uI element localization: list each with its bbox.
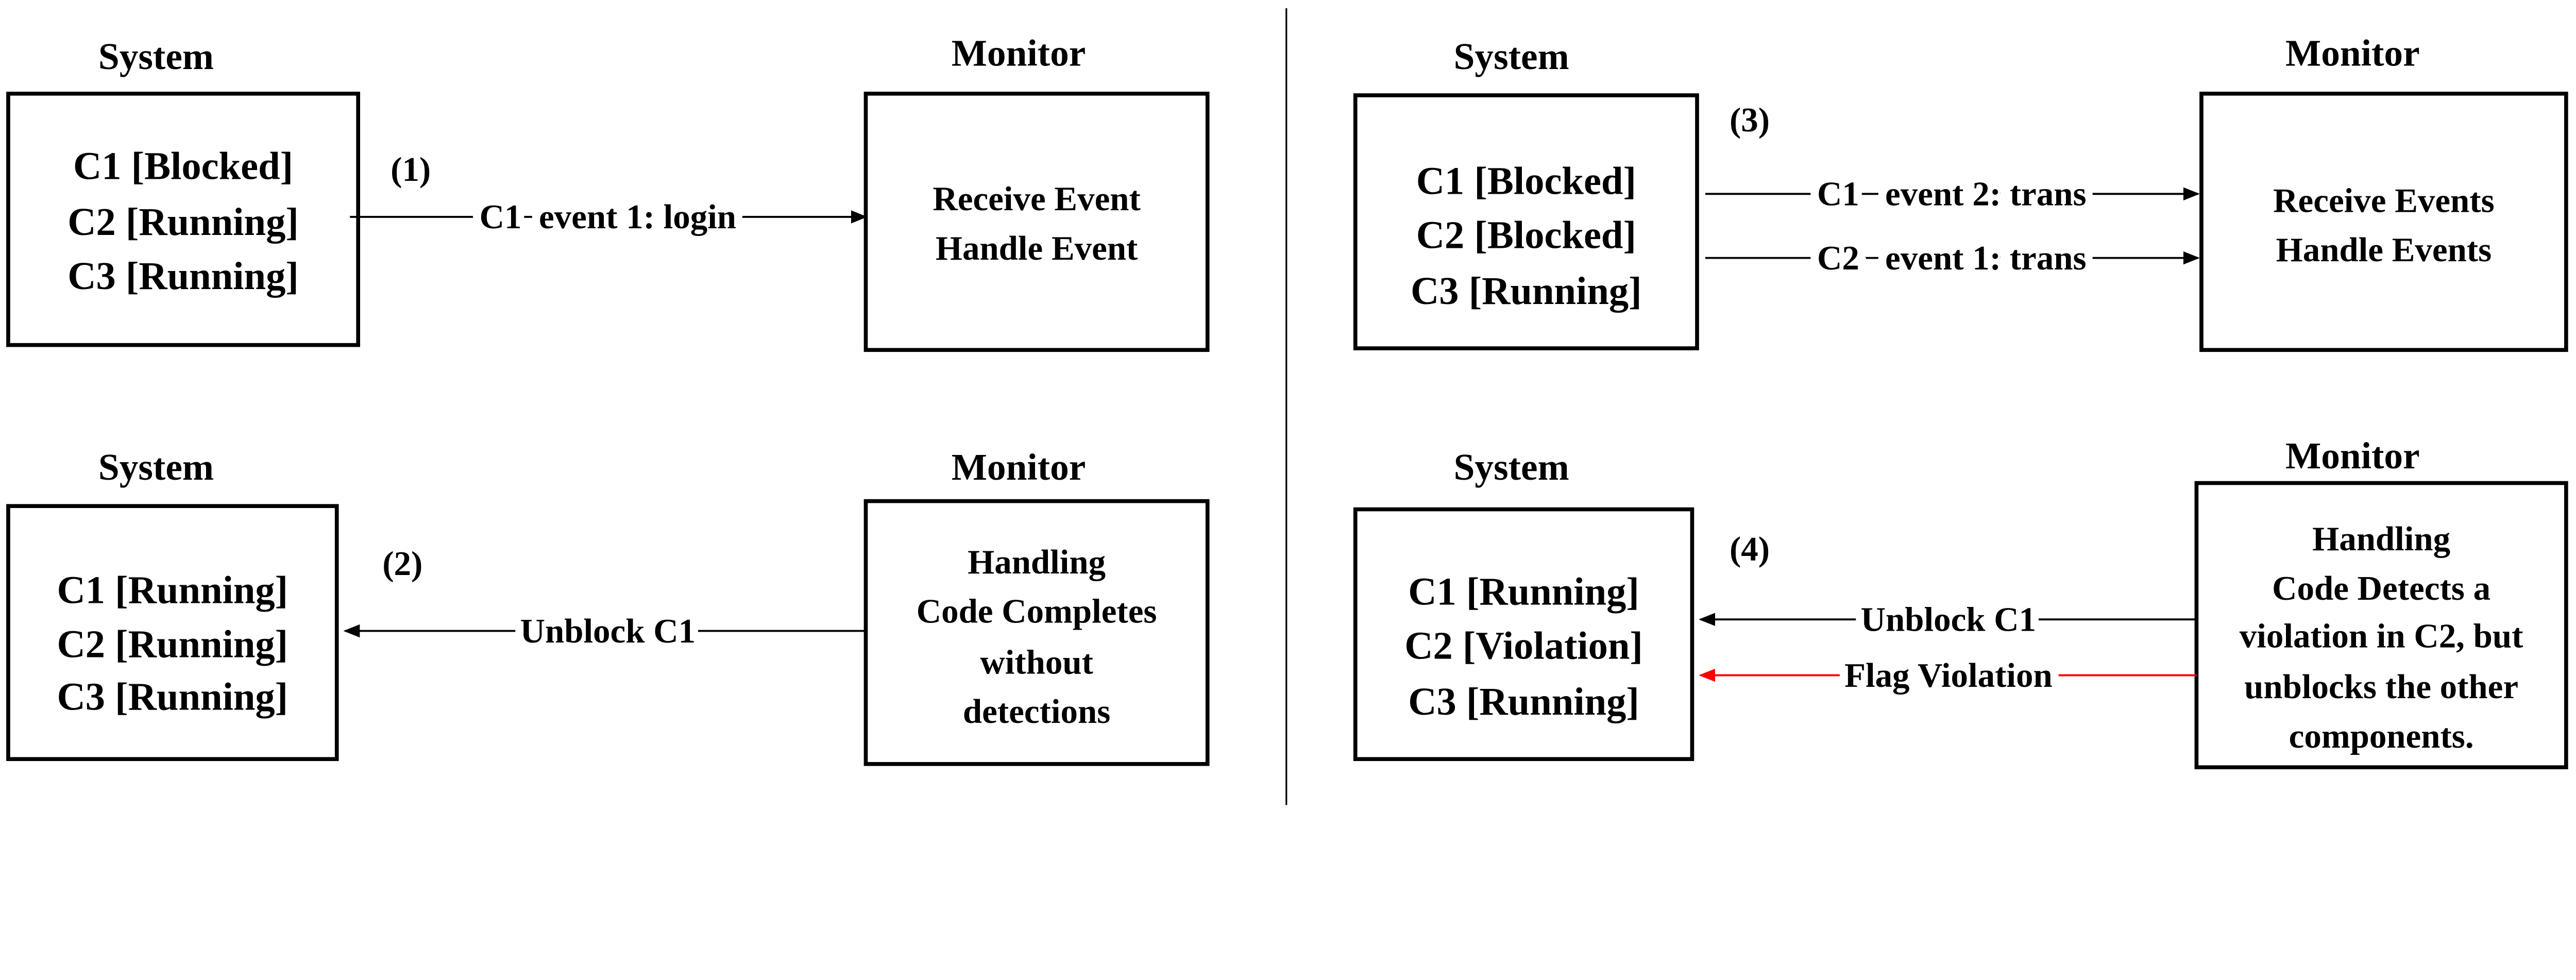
component-status: C3 [Running] [1408,680,1639,723]
component-status: C2 [Running] [67,200,299,244]
arrow-label: C2 event 1: trans [1817,239,2087,277]
event-arrow: Unblock C1 [1699,593,2197,647]
event-arrow: C2 event 1: trans [1705,231,2200,285]
component-status: C3 [Running] [57,675,289,719]
monitor-box [863,499,1210,766]
system-box [6,504,339,762]
monitor-label: Monitor [952,446,1086,488]
monitor-text: unblocks the other [2244,668,2518,706]
event-arrow: C1 event 1: login [350,190,868,244]
event-arrow: C1 event 2: trans [1705,167,2200,222]
step-number: (2) [382,545,422,583]
monitor-text: violation in C2, but [2240,617,2523,655]
system-box [1353,93,1699,350]
system-box [6,91,360,347]
monitor-box [2199,91,2568,352]
monitor-box [2194,481,2568,769]
component-status: C2 [Blocked] [1416,213,1636,257]
monitor-text: without [980,643,1093,681]
monitor-text: components. [2289,717,2474,755]
system-box [1353,507,1694,762]
monitor-label: Monitor [2285,32,2420,74]
event-arrow: Flag Violation [1699,648,2197,703]
component-status: C1 [Blocked] [73,144,293,188]
component-status: C1 [Blocked] [1416,159,1636,202]
step-number: (4) [1730,530,1770,568]
component-status: C1 [Running] [1408,569,1639,613]
monitor-label: Monitor [952,32,1086,74]
component-status: C1 [Running] [57,568,289,612]
system-label: System [98,446,214,488]
panel-step-3: System Monitor (3) C1 [Blocked] C2 [Blocked]… [1353,32,2568,352]
arrow-label: Unblock C1 [520,612,696,650]
arrow-label: C1 event 1: login [480,198,736,236]
monitor-box [863,91,1210,352]
monitor-text: Handling [968,543,1106,581]
panel-step-4: System Monitor (4) C1 [Running] C2 [Violatio… [1353,435,2568,769]
monitor-text: Handle Events [2276,231,2492,269]
monitor-text: Code Completes [917,593,1157,631]
component-status: C3 [Running] [67,254,299,298]
monitor-text: Receive Events [2273,181,2494,219]
panel-step-2: System Monitor (2) C1 [Running] C2 [Running]… [6,446,1210,766]
event-arrow: Unblock C1 [343,604,866,658]
arrow-label: Flag Violation [1844,656,2053,695]
step-number: (3) [1730,101,1770,139]
component-status: C2 [Violation] [1404,624,1643,668]
step-number: (1) [391,150,431,189]
system-label: System [98,36,214,77]
monitor-text: Code Detects a [2272,569,2490,607]
component-status: C3 [Running] [1411,269,1642,313]
arrow-label: C1 event 2: trans [1817,175,2087,213]
monitor-text: Handling [2312,520,2450,558]
monitor-label: Monitor [2285,435,2420,477]
monitor-text: detections [963,692,1110,731]
arrow-label: Unblock C1 [1861,600,2036,638]
panel-step-1: System Monitor (1) C1 [Blocked] C2 [Running]… [6,32,1210,352]
monitor-text: Handle Event [936,229,1138,267]
component-status: C2 [Running] [57,622,289,666]
monitor-text: Receive Event [933,180,1140,218]
system-label: System [1454,446,1569,488]
system-label: System [1454,36,1569,77]
